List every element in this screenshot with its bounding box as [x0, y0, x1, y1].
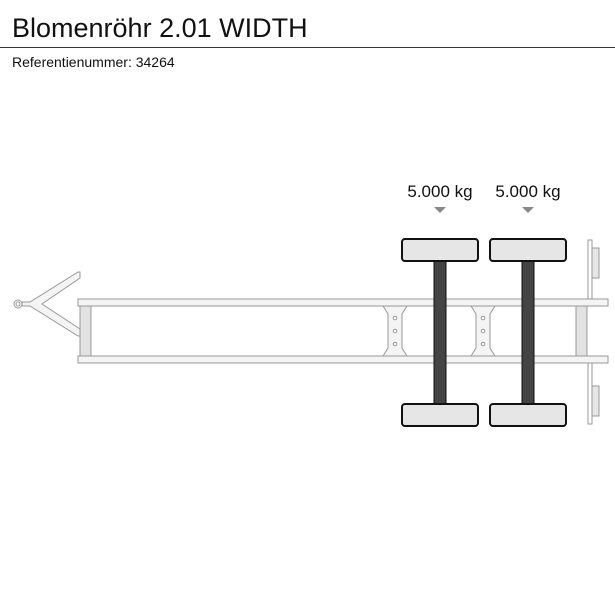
reference-label: Referentienummer: — [12, 54, 132, 70]
reference-line: Referentienummer: 34264 — [12, 54, 175, 70]
wheel-axle-1-bottom — [401, 403, 479, 427]
rear-bracket-bottom — [577, 362, 593, 425]
axle-1-load-label: 5.000 kg — [407, 182, 472, 201]
wheel-axle-2-top — [489, 238, 567, 262]
frame-rail-top — [77, 298, 609, 307]
axle-2-marker-icon — [522, 207, 534, 213]
rear-light-top — [591, 247, 600, 279]
rear-bracket-top — [577, 239, 593, 300]
title-divider — [0, 47, 615, 48]
drawbar — [21, 271, 81, 337]
axle-1-marker-icon — [434, 207, 446, 213]
reference-number: 34264 — [135, 54, 175, 70]
wheel-axle-2-bottom — [489, 403, 567, 427]
trailer-frame — [13, 239, 609, 425]
rear-light-bottom — [591, 385, 600, 417]
front-crossmember — [79, 305, 92, 357]
page-title: Blomenröhr 2.01 WIDTH — [12, 13, 308, 43]
rear-crossmember — [575, 305, 588, 357]
axle-1 — [433, 259, 447, 406]
axle-2 — [521, 259, 535, 406]
wheel-axle-1-top — [401, 238, 479, 262]
axle-2-load-label: 5.000 kg — [495, 182, 560, 201]
frame-rail-bottom — [77, 355, 609, 364]
